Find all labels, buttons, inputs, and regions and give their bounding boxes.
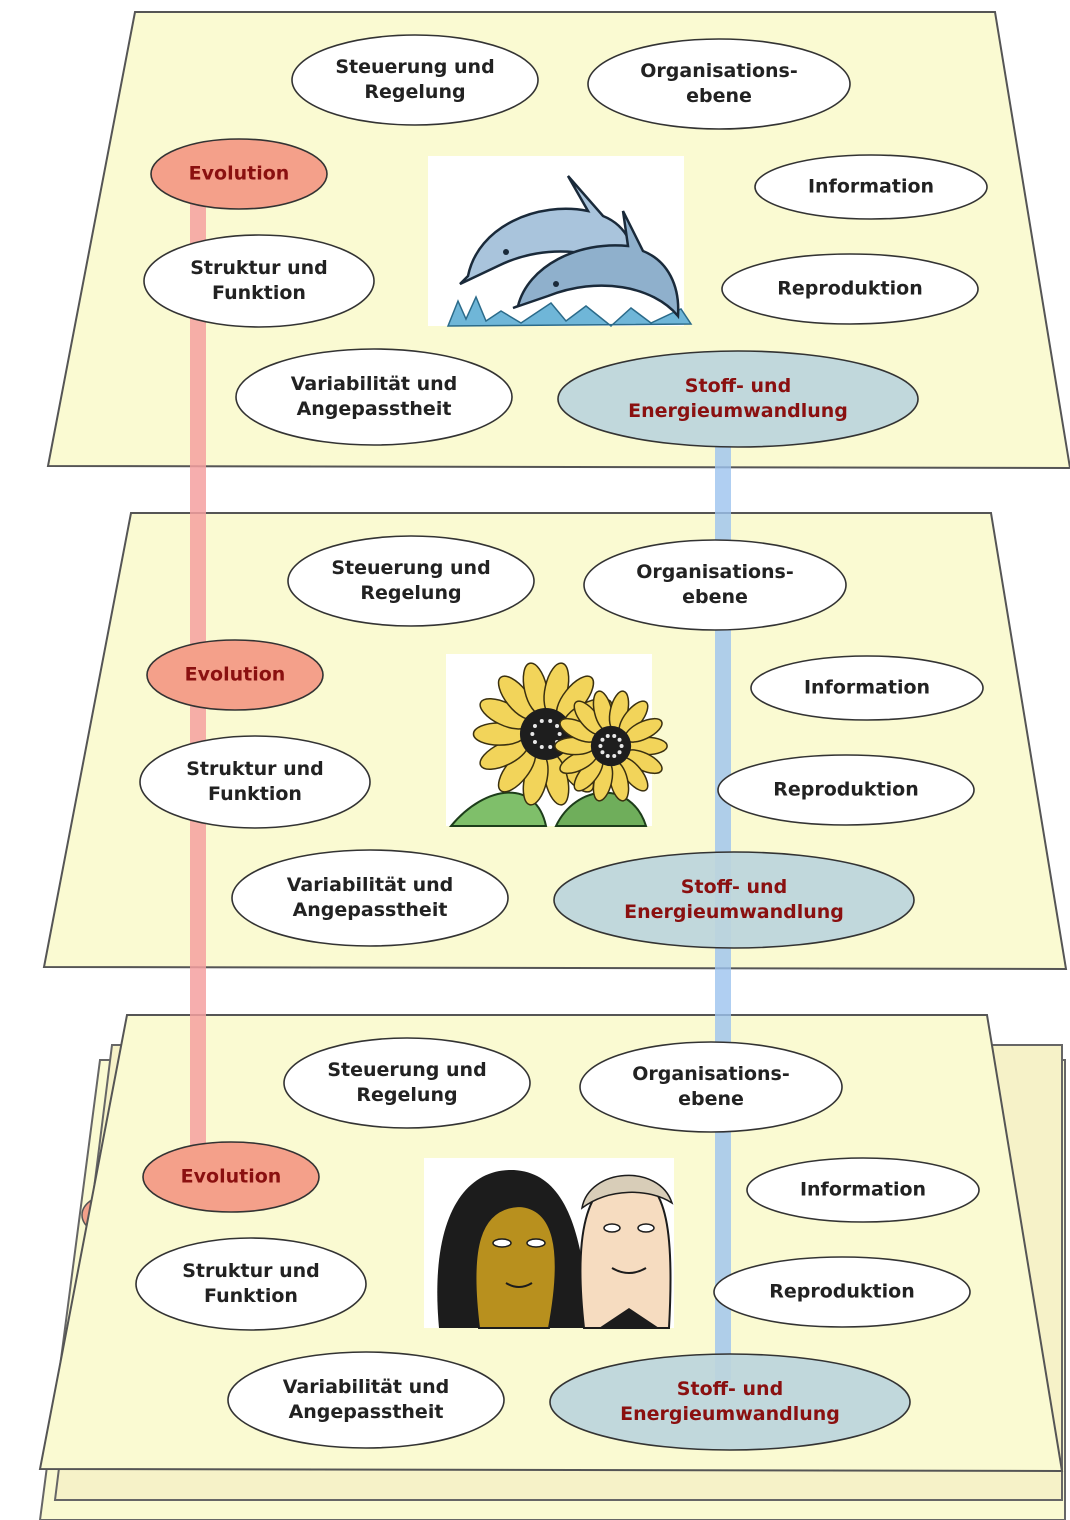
stoff-label-line: Energieumwandlung: [620, 1403, 840, 1425]
steuerung-label-line: Regelung: [360, 582, 462, 604]
information-label-line: Information: [807, 175, 935, 198]
organisation-label-line: ebene: [686, 85, 752, 107]
variabilitaet-label-line: Angepasstheit: [296, 398, 452, 420]
sunflowers-icon: [446, 654, 668, 827]
evolution-oval-level-3: [142, 1141, 320, 1213]
reproduktion-label-line: Reproduktion: [777, 277, 923, 300]
organisation-label-line: ebene: [682, 586, 748, 608]
information-label-level-3: Information: [800, 1178, 926, 1203]
steuerung-oval-level-3: [283, 1037, 531, 1129]
evolution-label-level-2: Evolution: [185, 663, 286, 688]
reproduktion-label-level-3: Reproduktion: [769, 1280, 914, 1305]
stoff-oval-level-3: [549, 1353, 911, 1451]
reproduktion-label-line: Reproduktion: [769, 1280, 915, 1303]
evolution-label-level-3: Evolution: [181, 1165, 282, 1190]
illustrations-layer: [424, 156, 693, 1329]
struktur-label-line: Struktur und: [186, 758, 324, 780]
people-icon: [424, 1158, 674, 1329]
steuerung-label-line: Steuerung und: [331, 557, 491, 579]
stoff-label-line: Energieumwandlung: [628, 400, 848, 422]
variabilitaet-label-line: Angepasstheit: [292, 899, 448, 921]
evolution-oval-level-2: [146, 639, 324, 711]
reproduktion-oval-level-2: [717, 754, 975, 826]
information-oval-level-2: [750, 655, 984, 721]
ovals-layer: [135, 34, 988, 1451]
reproduktion-oval-level-3: [713, 1256, 971, 1328]
reproduktion-label-level-2: Reproduktion: [773, 778, 918, 803]
organisation-label-line: Organisations-: [632, 1063, 790, 1085]
steuerung-label-line: Regelung: [364, 81, 466, 103]
organisation-label-line: Organisations-: [636, 561, 794, 583]
evolution-oval-level-1: [150, 138, 328, 210]
information-oval-level-3: [746, 1157, 980, 1223]
evolution-label-line: Evolution: [180, 1165, 282, 1188]
struktur-label-line: Struktur und: [182, 1260, 320, 1282]
organisation-label-level-2: Organisations-ebene: [636, 560, 793, 610]
evolution-label-level-1: Evolution: [189, 162, 290, 187]
organisation-label-level-1: Organisations-ebene: [640, 59, 797, 109]
variabilitaet-label-line: Variabilität und: [286, 874, 454, 896]
struktur-label-line: Funktion: [204, 1285, 298, 1307]
steuerung-oval-level-2: [287, 535, 535, 627]
steuerung-label-line: Steuerung und: [335, 56, 495, 78]
reproduktion-label-level-1: Reproduktion: [777, 277, 922, 302]
stoff-label-line: Energieumwandlung: [624, 901, 844, 923]
variabilitaet-oval-level-1: [235, 348, 513, 446]
organisation-oval-level-1: [587, 38, 851, 130]
information-label-level-1: Information: [808, 175, 934, 200]
steuerung-oval-level-1: [291, 34, 539, 126]
evolution-label-line: Evolution: [188, 162, 290, 185]
organisation-label-line: Organisations-: [640, 60, 798, 82]
organisation-oval-level-3: [579, 1041, 843, 1133]
struktur-oval-level-1: [143, 234, 375, 328]
variabilitaet-label-line: Angepasstheit: [288, 1401, 444, 1423]
organisation-label-line: ebene: [678, 1088, 744, 1110]
organisation-label-level-3: Organisations-ebene: [632, 1062, 789, 1112]
stoff-label-line: Stoff- und: [680, 876, 788, 898]
struktur-oval-level-2: [139, 735, 371, 829]
organisation-oval-level-2: [583, 539, 847, 631]
variabilitaet-label-line: Variabilität und: [282, 1376, 450, 1398]
stoff-label-line: Stoff- und: [684, 375, 792, 397]
struktur-oval-level-3: [135, 1237, 367, 1331]
struktur-label-line: Funktion: [208, 783, 302, 805]
stoff-oval-level-1: [557, 350, 919, 448]
information-label-line: Information: [803, 676, 931, 699]
information-label-level-2: Information: [804, 676, 930, 701]
variabilitaet-oval-level-3: [227, 1351, 505, 1449]
dolphins-icon: [428, 156, 693, 327]
steuerung-label-line: Regelung: [356, 1084, 458, 1106]
steuerung-label-line: Steuerung und: [327, 1059, 487, 1081]
information-oval-level-1: [754, 154, 988, 220]
variabilitaet-label-line: Variabilität und: [290, 373, 458, 395]
stoff-label-line: Stoff- und: [676, 1378, 784, 1400]
variabilitaet-oval-level-2: [231, 849, 509, 947]
information-label-line: Information: [799, 1178, 927, 1201]
stoff-oval-level-2: [553, 851, 915, 949]
struktur-label-line: Struktur und: [190, 257, 328, 279]
evolution-label-line: Evolution: [184, 663, 286, 686]
reproduktion-label-line: Reproduktion: [773, 778, 919, 801]
struktur-label-line: Funktion: [212, 282, 306, 304]
reproduktion-oval-level-1: [721, 253, 979, 325]
